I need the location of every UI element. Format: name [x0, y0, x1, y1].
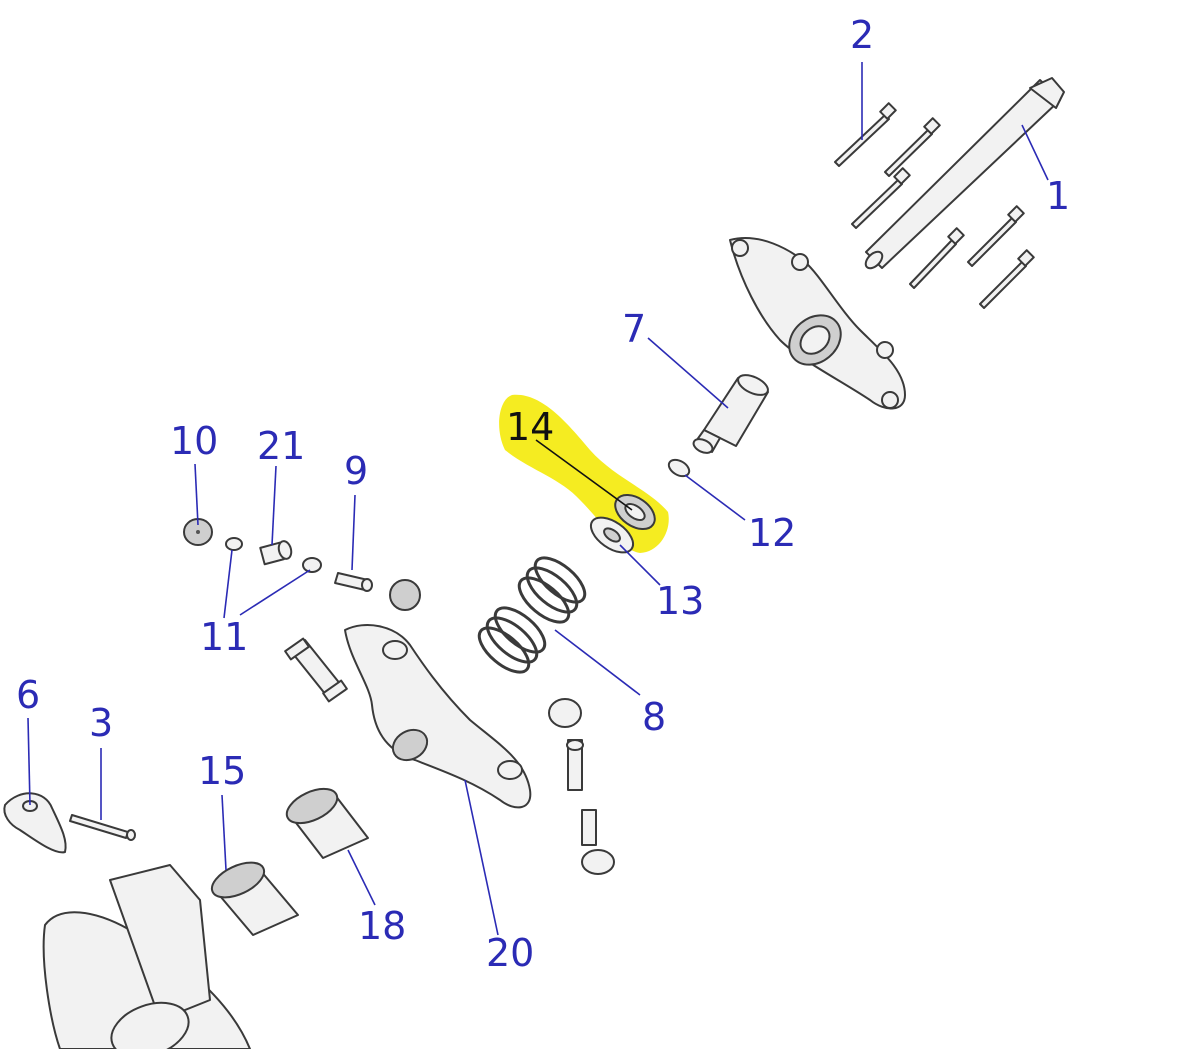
callout-13: 13: [656, 579, 704, 623]
part-weight-6: [3, 792, 67, 854]
callout-2: 2: [850, 13, 874, 57]
callout-8: 8: [642, 695, 666, 739]
callout-11: 11: [200, 615, 248, 659]
leader-lines: [27, 62, 1049, 936]
part-bushing-15: [210, 861, 299, 936]
part-pin-3: [69, 814, 136, 841]
part-ring-12: [667, 458, 691, 478]
part-spindle: [284, 637, 348, 703]
part-oring-11b: [302, 557, 322, 573]
callout-12: 12: [748, 511, 796, 555]
callout-10: 10: [170, 419, 218, 463]
part-bushing-21: [259, 540, 293, 566]
callout-21: 21: [257, 424, 305, 468]
callout-labels: 1 2 3 6 7 8 9 10 11 12 13 14 15 18 20 21: [16, 13, 1070, 975]
part-tube-1: [864, 77, 1065, 270]
callout-9: 9: [344, 449, 368, 493]
part-bushing-18: [285, 787, 369, 859]
part-sheave: [42, 864, 251, 1049]
part-bolts-2: [834, 102, 1035, 309]
callout-6: 6: [16, 673, 40, 717]
callout-1: 1: [1046, 174, 1070, 218]
callout-14: 14: [506, 405, 554, 449]
part-roller: [389, 579, 421, 611]
callout-20: 20: [486, 931, 534, 975]
part-oring-11a: [225, 537, 243, 551]
part-spider-plate: [729, 237, 906, 410]
part-plunger-stack: [548, 698, 615, 875]
part-washer-13: [589, 516, 635, 554]
part-sleeve-7: [692, 374, 769, 454]
callout-7: 7: [622, 307, 646, 351]
callout-18: 18: [358, 904, 406, 948]
part-arm-20: [344, 624, 532, 809]
callout-15: 15: [198, 749, 246, 793]
part-springs-8: [477, 556, 587, 674]
part-pin-9: [334, 572, 373, 592]
callout-3: 3: [89, 701, 113, 745]
